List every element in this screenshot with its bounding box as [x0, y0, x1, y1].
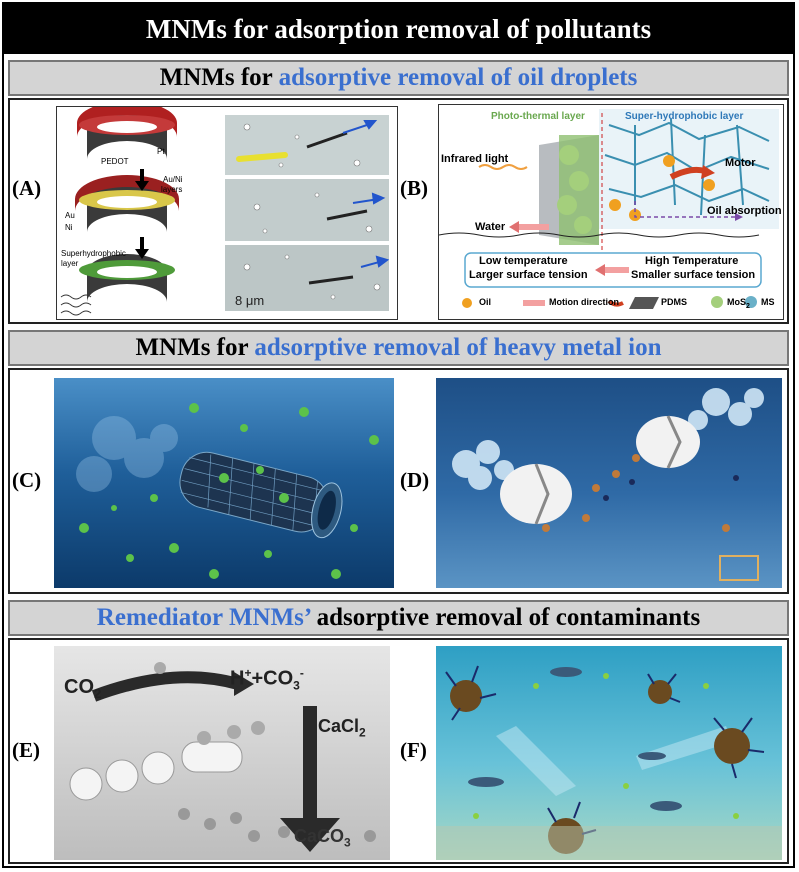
legend-pdms: PDMS	[661, 297, 688, 307]
panel-c-image	[54, 378, 394, 588]
panel-oil: (A)	[8, 98, 789, 324]
label-cacl2: CaCl2	[318, 716, 366, 740]
micrograph-3	[225, 245, 389, 311]
label-superhydrophobic-layer: Super-hydrophobic layer	[625, 111, 744, 122]
section-prefix: MNMs for	[135, 334, 255, 361]
section-prefix: MNMs for	[159, 64, 279, 91]
label-e: (E)	[12, 738, 40, 762]
h-text: H	[230, 667, 245, 690]
cacl-sub: 2	[359, 725, 366, 740]
panel-b-image: Photo-thermal layer Super-hydrophobic la…	[438, 104, 784, 320]
janus-sphere-illustration	[452, 388, 764, 581]
figure-title: MNMs for adsorption removal of pollutant…	[4, 4, 793, 54]
label-larger-tension: Larger surface tension	[469, 269, 588, 281]
label-superhydrophobic: Superhydrophobic	[61, 249, 126, 258]
label-c: (C)	[12, 468, 42, 492]
label-infrared: Infrared light	[441, 153, 509, 165]
co3-sup: -	[299, 666, 304, 680]
co2-text: CO	[64, 676, 94, 698]
label-pedot: PEDOT	[101, 157, 129, 166]
carbon-capture-illustration	[69, 662, 376, 852]
micrograph-2	[225, 179, 389, 241]
co2-sub: 2	[94, 686, 102, 701]
co3-sub: 3	[293, 678, 300, 693]
label-h-co3: H++CO3-	[230, 666, 304, 693]
label-photothermal: Photo-thermal layer	[491, 111, 585, 122]
legend-oil: Oil	[479, 297, 492, 307]
photothermal-motor-illustration	[439, 109, 779, 309]
label-layers: layers	[161, 185, 183, 194]
label-b: (B)	[400, 176, 428, 200]
section-header-remediator: Remediator MNMs’ adsorptive removal of c…	[8, 600, 789, 636]
label-caco3: CaCO3	[294, 826, 351, 850]
remediator-micromotor-illustration	[436, 665, 782, 860]
legend-ms: MS	[761, 297, 775, 307]
legend-mos2-sub: 2	[746, 302, 750, 310]
label-high-temp: High Temperature	[645, 255, 739, 267]
panel-f-image	[436, 646, 782, 860]
panel-a-image: PEDOT Pt Au/Ni layers Au Ni Superhydroph…	[56, 106, 398, 320]
panel-heavy-metal: (C)	[8, 368, 789, 594]
section-header-heavy-metal: MNMs for adsorptive removal of heavy met…	[8, 330, 789, 366]
legend-mos2: MoS2	[727, 297, 750, 310]
co3-text: +CO	[251, 667, 294, 690]
label-oil-absorption: Oil absorption	[707, 205, 782, 217]
legend-mos2-text: MoS	[727, 297, 746, 307]
janus-micromotor-illustration	[60, 107, 390, 316]
tube-au-ni	[75, 175, 179, 232]
panel-e-image: CO2 H++CO3- CaCl2 CaCO3	[54, 646, 390, 860]
caco-text: CaCO	[294, 826, 345, 846]
label-low-temp: Low temperature	[479, 255, 568, 267]
label-au: Au	[65, 211, 75, 220]
section-suffix: adsorptive removal of contaminants	[310, 604, 701, 631]
label-a: (A)	[12, 176, 42, 200]
label-auni: Au/Ni	[163, 175, 183, 184]
label-co2: CO2	[64, 676, 101, 701]
panel-remediator: (E) CO2 H++CO3- CaCl2 CaCO3 (F)	[8, 638, 789, 864]
section-header-oil: MNMs for adsorptive removal of oil dropl…	[8, 60, 789, 96]
nanotube-micromotor-illustration	[76, 403, 379, 579]
label-water: Water	[475, 221, 506, 233]
label-ni: Ni	[65, 223, 73, 232]
caco-sub: 3	[344, 835, 351, 850]
section-highlight: Remediator MNMs’	[96, 604, 311, 631]
h-sup: +	[244, 666, 252, 680]
cacl-text: CaCl	[318, 716, 360, 736]
scale-bar-label: 8 μm	[235, 293, 265, 308]
section-highlight: adsorptive removal of heavy metal ion	[254, 334, 662, 361]
label-motor: Motor	[725, 157, 756, 169]
label-pt: Pt	[157, 147, 165, 156]
panel-d-image	[436, 378, 782, 588]
tube-pedot-pt	[77, 107, 177, 159]
section-highlight: adsorptive removal of oil droplets	[278, 64, 638, 91]
micrograph-1	[225, 115, 389, 175]
tube-superhydrophobic	[79, 254, 175, 302]
label-d: (D)	[400, 468, 430, 492]
legend-motion: Motion direction	[549, 297, 619, 307]
label-layer: layer	[61, 259, 79, 268]
label-smaller-tension: Smaller surface tension	[631, 269, 756, 281]
label-f: (F)	[400, 738, 427, 762]
